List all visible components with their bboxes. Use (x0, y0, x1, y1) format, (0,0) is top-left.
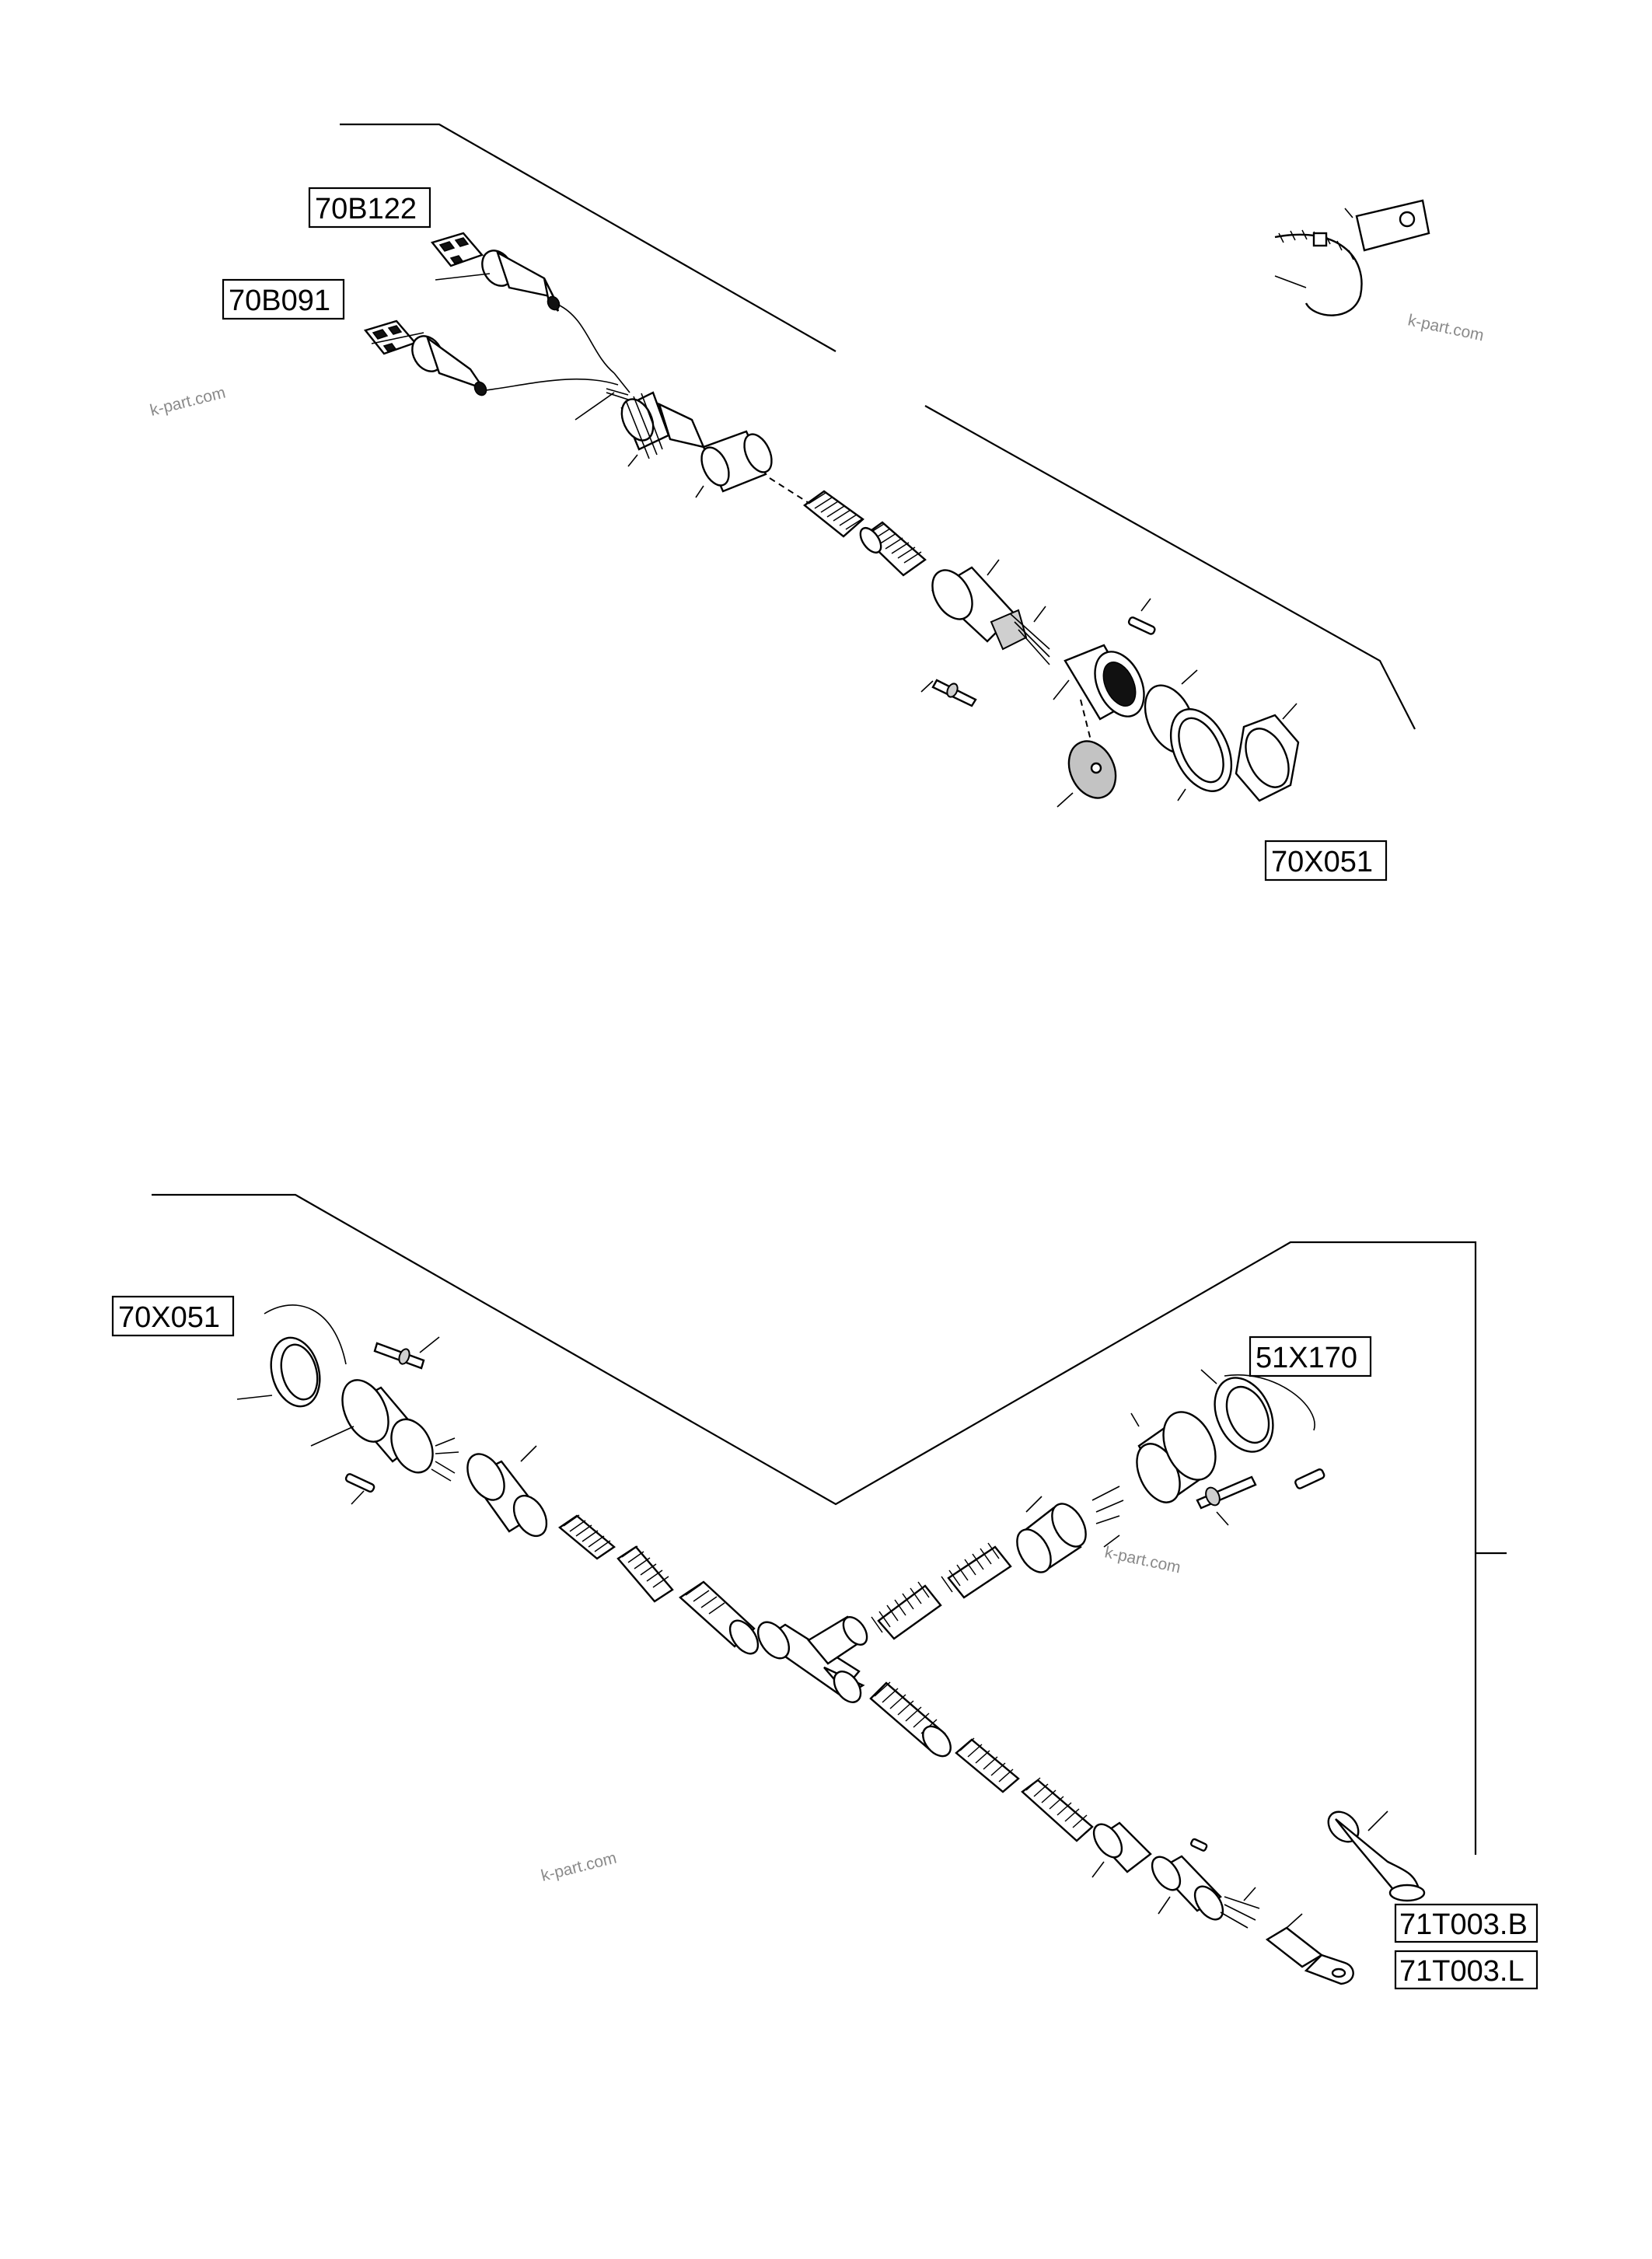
bottom-frame-line-left (152, 1193, 1477, 1855)
cable-tie-top (1274, 229, 1363, 316)
cap-top (1057, 740, 1117, 808)
wires-left (431, 1437, 459, 1482)
pin-bottom-left-2 (344, 1473, 375, 1505)
dash-axis-top-1 (769, 477, 813, 506)
top-assembly: 70B122 70B091 70X051 (148, 123, 1486, 882)
socket-housing-51x170 (1130, 1411, 1217, 1503)
label-box-70x051-bottom (111, 1295, 235, 1337)
corrugated-tube-branch-2 (941, 1542, 1012, 1599)
gland-lower (1091, 1821, 1152, 1878)
label-70b091[interactable]: 70B091 (229, 285, 330, 317)
wire-bundle-top (575, 372, 630, 421)
watermark-3: k-part.com (1103, 1543, 1182, 1576)
corrugated-tube-top-2 (859, 521, 927, 577)
corrugated-tube-bottom-1 (558, 1514, 616, 1560)
pin-bottom-right-2 (1294, 1468, 1325, 1489)
top-frame-line-upper (340, 123, 836, 352)
label-51x170[interactable]: 51X170 (1256, 1342, 1357, 1374)
connector-body-top (931, 559, 1050, 665)
label-box-70b091 (222, 278, 345, 320)
cable-gland-top (620, 391, 706, 467)
label-70b122[interactable]: 70B122 (315, 193, 417, 225)
top-frame-line-lower (924, 405, 1416, 730)
pin-top-2 (920, 679, 977, 707)
label-70x051-bottom[interactable]: 70X051 (118, 1301, 220, 1334)
connector-70b122 (430, 232, 615, 374)
label-box-71t003l (1394, 1950, 1538, 1990)
watermark-4: k-part.com (540, 1849, 619, 1885)
gland-left (466, 1445, 548, 1538)
tee-junction (756, 1615, 868, 1703)
pin-lower (1189, 1838, 1208, 1852)
corrugated-tube-bottom-5 (1021, 1777, 1094, 1842)
corrugated-tube-bottom-3 (869, 1681, 952, 1758)
pin-top-1 (1127, 598, 1156, 635)
label-box-51x170 (1249, 1335, 1372, 1377)
label-box-71t003b (1394, 1903, 1538, 1943)
corrugated-tube-top-1 (803, 490, 864, 538)
socket-housing-top (1053, 644, 1145, 747)
seal-ring-51x170 (1200, 1369, 1315, 1453)
watermark-1: k-part.com (148, 384, 228, 420)
corrugated-tube-bottom-4 (955, 1737, 1020, 1793)
sleeve-top (695, 430, 773, 498)
ring-terminal (1265, 1913, 1354, 1985)
pin-bottom-right-1 (1196, 1475, 1257, 1526)
label-box-70x051-top (1264, 840, 1388, 882)
hex-nut-top (1235, 703, 1300, 802)
gland-branch (1016, 1486, 1124, 1573)
label-box-70b122 (308, 187, 431, 229)
label-tag-top (1344, 199, 1430, 252)
washer-top (1169, 708, 1233, 801)
bottom-assembly: 70X051 51X170 71T003.B 71T003.L (111, 1193, 1538, 1990)
sleeve-to-tee-left (679, 1580, 760, 1655)
pin-bottom-left (373, 1336, 440, 1370)
label-71t003l[interactable]: 71T003.L (1399, 1955, 1525, 1988)
gland-lower-2 (1151, 1855, 1260, 1929)
corrugated-tube-branch-1 (871, 1581, 942, 1640)
corrugated-tube-bottom-2 (616, 1545, 674, 1603)
socket-housing-left (310, 1379, 434, 1474)
label-70x051-top[interactable]: 70X051 (1271, 846, 1373, 878)
label-71t003b[interactable]: 71T003.B (1399, 1908, 1528, 1941)
connector-70b091 (363, 319, 619, 396)
watermark-2: k-part.com (1406, 311, 1486, 344)
rubber-boot (1327, 1810, 1426, 1902)
seal-ring-left (236, 1304, 347, 1408)
